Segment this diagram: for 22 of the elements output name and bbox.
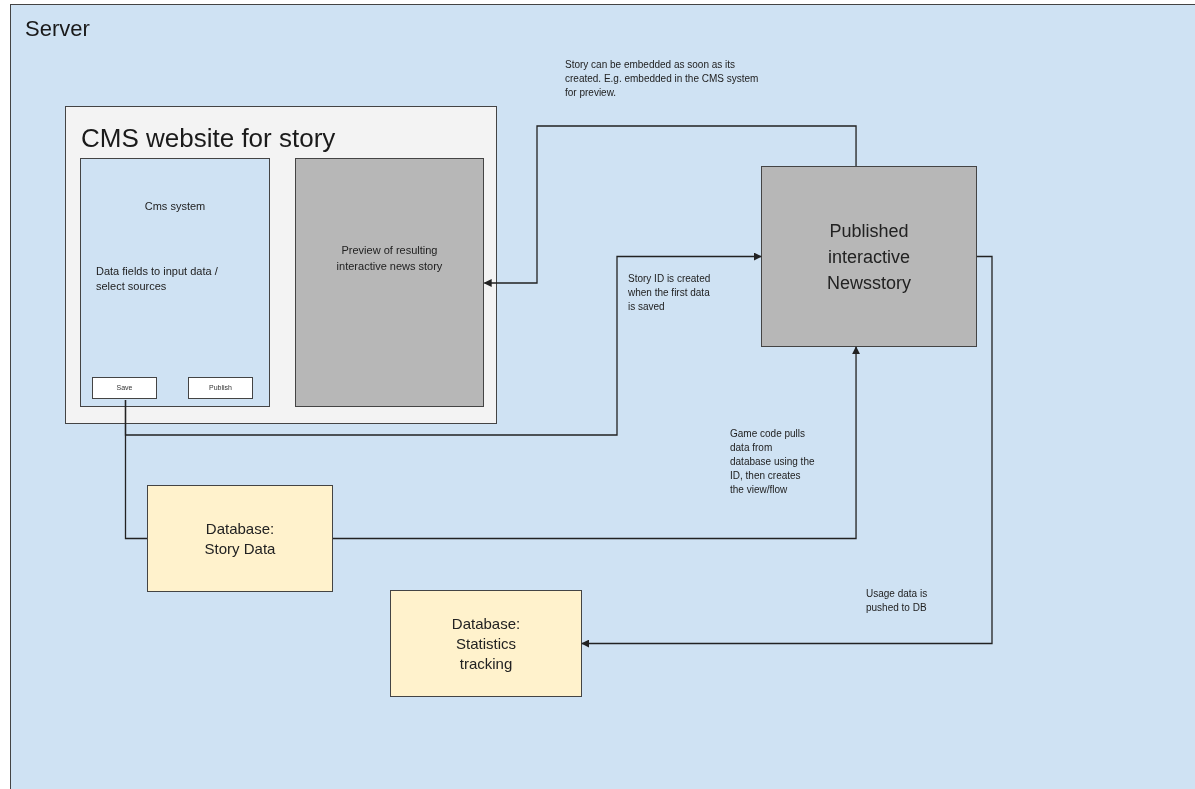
panel-heading: Cms system (143, 199, 207, 214)
process-box (761, 166, 977, 347)
panel-text: Data fields to input data / select sources (96, 264, 219, 294)
box-text: Published interactive Newsstory (826, 219, 912, 295)
connector-arrow (332, 346, 861, 540)
edge-label: Story can be embedded as soon as its created. E.g. embedded in the CMS system for preview. (565, 58, 760, 100)
edge-label: Game code pulls data from database using the ID, then creates the view/flow (730, 427, 815, 497)
edge-label: Story ID is created when the first data is saved (628, 272, 712, 314)
website-panel (65, 106, 497, 424)
cms-panel (80, 158, 270, 407)
preview-box (295, 158, 484, 407)
edge-label: Usage data is pushed to DB (866, 587, 929, 615)
database-box (147, 485, 333, 592)
database-box (390, 590, 582, 697)
box-text: Preview of resulting interactive news story (335, 243, 444, 274)
connector-arrow (124, 252, 762, 436)
diagram-title: Server (25, 15, 90, 43)
box-text: Database: Story Data (203, 518, 277, 559)
connector-arrow (483, 125, 857, 287)
panel-title: CMS website for story (81, 125, 336, 151)
box-text: Database: Statistics tracking (450, 613, 522, 674)
connector-arrow (581, 255, 993, 648)
